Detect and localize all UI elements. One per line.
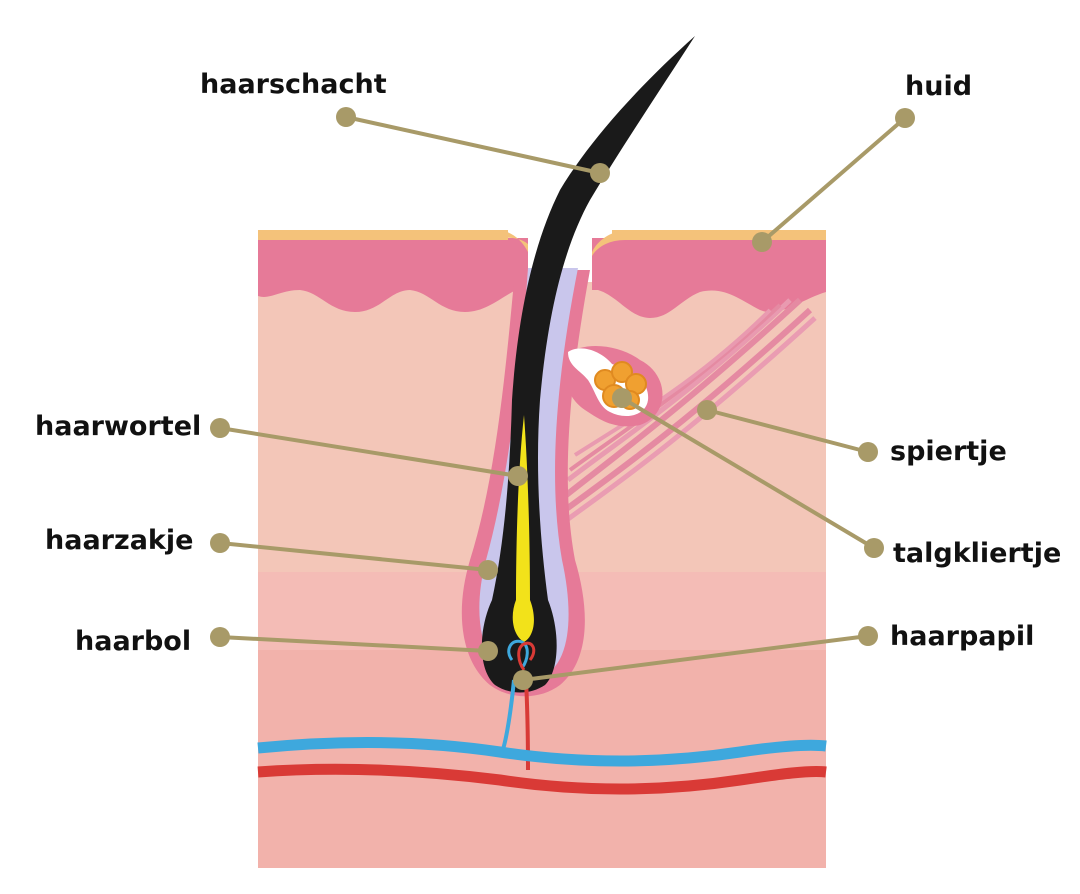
leader-haarpapil — [522, 634, 869, 682]
label-haarbol: haarbol — [75, 626, 191, 657]
leader-spiertje — [706, 408, 869, 454]
arrector-pili-muscle — [558, 297, 817, 528]
leader-dots — [210, 107, 915, 690]
labels: haarschacht huid haarwortel haarzakje ha… — [35, 69, 1061, 657]
hair-shaft-shape — [481, 36, 695, 693]
dot-huid-label — [895, 108, 915, 128]
label-haarpapil: haarpapil — [890, 621, 1034, 652]
hair-root-core — [512, 415, 534, 642]
hair-papilla-vessels — [500, 639, 536, 771]
epidermis-layer — [258, 238, 826, 318]
leader-talgkliertje — [620, 396, 876, 550]
dot-talgkliertje-label — [864, 538, 884, 558]
artery-vessel — [257, 763, 827, 795]
dot-haarbol-label — [210, 627, 230, 647]
leader-haarwortel — [219, 426, 519, 478]
dot-haarpapil-label — [858, 626, 878, 646]
dot-haarschacht-label — [336, 107, 356, 127]
dot-haarwortel-target — [508, 466, 528, 486]
vein-vessel — [257, 736, 827, 767]
label-spiertje: spiertje — [890, 436, 1007, 467]
dot-haarzakje-label — [210, 533, 230, 553]
label-haarschacht: haarschacht — [200, 69, 387, 100]
leader-haarbol — [219, 635, 489, 653]
dot-talgkliertje-target — [612, 388, 632, 408]
dot-huid-target — [752, 232, 772, 252]
label-haarzakje: haarzakje — [45, 525, 193, 556]
leader-haarschacht — [345, 115, 601, 175]
label-haarwortel: haarwortel — [35, 411, 201, 442]
label-talgkliertje: talgkliertje — [893, 538, 1061, 569]
epidermis-surface-left-band — [258, 230, 508, 240]
dot-haarbol-target — [478, 641, 498, 661]
dot-haarschacht-target — [590, 163, 610, 183]
leader-haarzakje — [219, 541, 489, 572]
dot-haarwortel-label — [210, 418, 230, 438]
label-huid: huid — [905, 71, 972, 102]
leader-lines — [219, 115, 907, 682]
leader-huid — [760, 116, 907, 244]
epidermis-surface-right-band — [612, 230, 826, 240]
dot-haarzakje-target — [478, 560, 498, 580]
dot-haarpapil-target — [513, 670, 533, 690]
dot-spiertje-label — [858, 442, 878, 462]
dot-spiertje-target — [697, 400, 717, 420]
